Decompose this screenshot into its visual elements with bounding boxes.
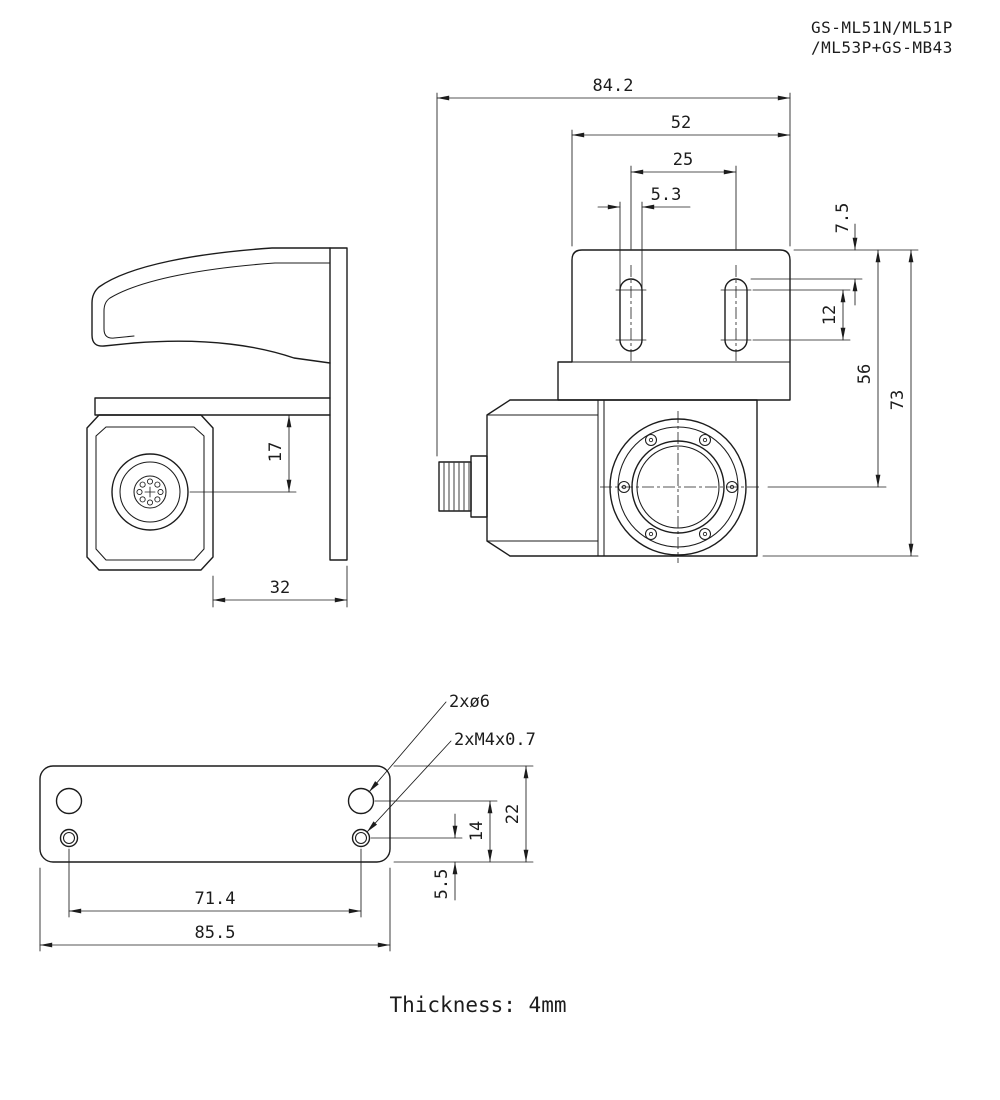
dim-text-5-3: 5.3 [651, 185, 682, 205]
tapped-hole-left-inner [62, 831, 76, 845]
front-dim-5-3: 5.3 [597, 185, 691, 289]
extension-lines [619, 201, 643, 289]
connector-collar [470, 455, 488, 518]
front-sensor-panel-lines [486, 399, 605, 557]
front-dim-25: 25 [630, 150, 737, 250]
tapped-hole-right-outer [351, 828, 371, 848]
extension-lines [393, 765, 534, 863]
label-tapped-holes: 2xM4x0.7 [454, 730, 536, 750]
leader-clearance-holes: 2xø6 [368, 692, 490, 793]
extension-lines [436, 92, 791, 457]
connector-center-cross [144, 486, 156, 498]
bottom-clearance-holes [55, 787, 375, 815]
leader-line [366, 740, 452, 833]
connector-thread-body [438, 461, 472, 512]
part-label: GS-ML51N/ML51P /ML53P+GS-MB43 [811, 18, 953, 57]
dim-text-25: 25 [673, 150, 693, 170]
front-dim-84-2: 84.2 [436, 76, 791, 457]
extension-lines [39, 867, 391, 952]
dim-text-5-5: 5.5 [432, 869, 452, 900]
bottom-view: 2xø6 2xM4x0.7 71.4 85.5 22 14 [39, 692, 536, 952]
front-bracket-plate [557, 249, 791, 401]
front-lens-face [600, 411, 762, 563]
bottom-dim-85-5: 85.5 [39, 867, 391, 952]
front-dim-56: 56 [767, 249, 887, 488]
clearance-hole-left [55, 787, 83, 815]
dim-text-71-4: 71.4 [195, 889, 236, 909]
lens-centerlines [600, 411, 762, 563]
part-label-line2: /ML53P+GS-MB43 [811, 38, 953, 57]
dim-text-32: 32 [270, 578, 290, 598]
extension-lines [750, 249, 919, 280]
extension-lines [752, 289, 851, 341]
bottom-dim-22: 22 [393, 765, 534, 863]
leader-tapped-holes: 2xM4x0.7 [366, 730, 536, 833]
front-dim-52: 52 [571, 113, 791, 247]
extension-lines [630, 165, 737, 250]
thickness-caption: Thickness: 4mm [389, 993, 566, 1017]
clearance-hole-right [347, 787, 375, 815]
dim-text-85-5: 85.5 [195, 923, 236, 943]
dim-text-56: 56 [855, 364, 875, 384]
bottom-dim-71-4: 71.4 [68, 848, 362, 918]
connector-thread-ring [119, 461, 181, 523]
tapped-hole-right-inner [354, 831, 368, 845]
tapped-hole-left-outer [59, 828, 79, 848]
extension-lines [68, 848, 362, 918]
dim-text-73: 73 [888, 390, 908, 410]
side-connector-face [111, 453, 189, 531]
front-connector [438, 455, 488, 518]
side-bracket-flange [94, 397, 331, 416]
side-sensor-body [86, 414, 214, 571]
dim-text-14: 14 [467, 821, 487, 841]
front-view: 84.2 52 25 5.3 7.5 [436, 76, 919, 563]
slot-center-ticks [615, 289, 752, 341]
dim-text-17: 17 [266, 442, 286, 462]
connector-pins [136, 478, 164, 506]
dim-text-52: 52 [671, 113, 691, 133]
connector-outer-ring [111, 453, 189, 531]
dim-text-22: 22 [503, 804, 523, 824]
label-clearance-holes: 2xø6 [449, 692, 490, 712]
side-bracket-arm-outer [91, 247, 331, 364]
bottom-dim-5-5: 5.5 [370, 813, 463, 901]
dim-text-12: 12 [820, 305, 840, 325]
dim-text-7-5: 7.5 [833, 203, 853, 234]
side-dim-32: 32 [212, 565, 348, 608]
front-dim-12: 12 [752, 289, 851, 341]
side-dim-17: 17 [189, 414, 297, 493]
side-bracket-arm-inner [103, 262, 331, 339]
side-view: 17 32 [86, 247, 348, 608]
dim-text-84-2: 84.2 [593, 76, 634, 96]
front-dim-73: 73 [762, 249, 919, 557]
bottom-tapped-holes [59, 828, 371, 848]
slot-centerlines [630, 265, 737, 362]
side-sensor-bevel [95, 426, 205, 561]
bottom-dim-14: 14 [374, 800, 498, 863]
connector-insert-ring [133, 475, 167, 509]
side-bracket-plate [329, 247, 348, 561]
front-dim-7-5: 7.5 [750, 203, 919, 306]
leader-line [368, 701, 447, 793]
part-label-line1: GS-ML51N/ML51P [811, 18, 953, 37]
bottom-plate [39, 765, 391, 863]
connector-threads [443, 462, 470, 511]
